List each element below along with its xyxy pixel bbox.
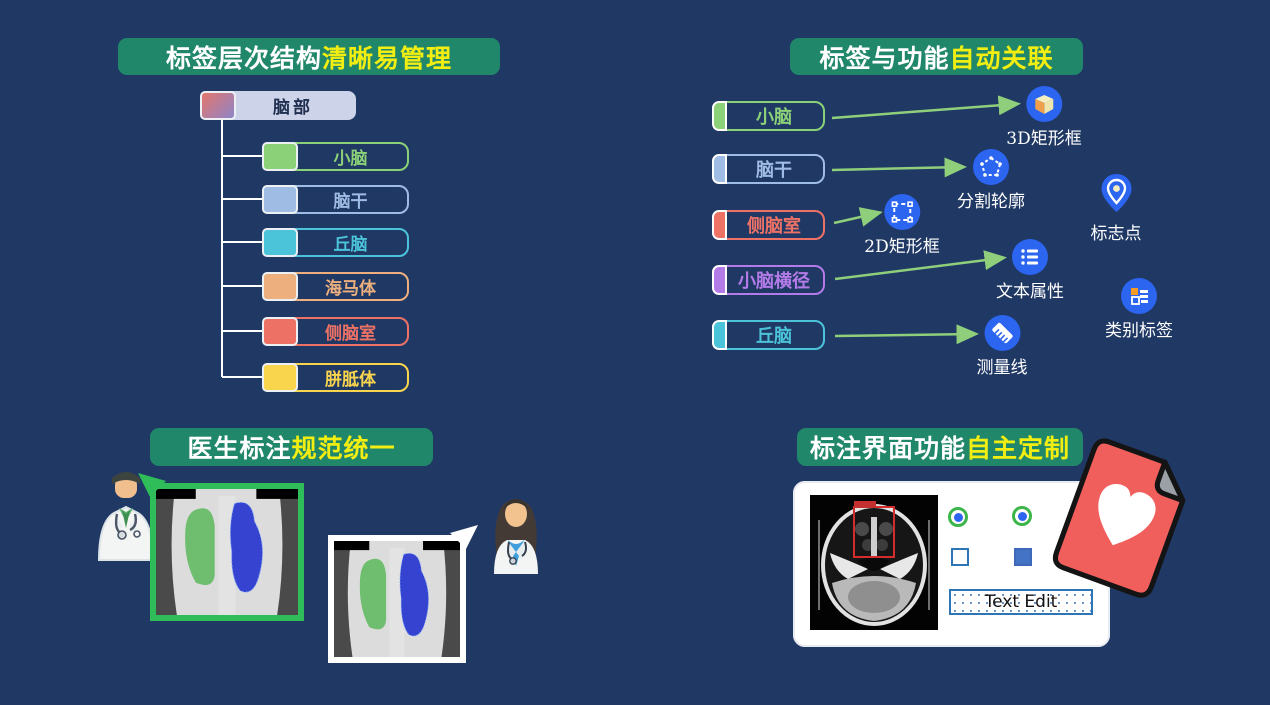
radio-button[interactable] [948,507,968,527]
function-measure-line: 测量线 [977,315,1028,378]
favorite-card-sticker [1047,434,1198,606]
tree-branch-line [222,376,262,378]
mapping-title-normal: 标签与功能 [819,43,950,73]
polygon-contour-icon [973,149,1009,185]
tree-node: 小脑 [262,142,409,171]
male-doctor-avatar [90,466,162,566]
function-caption: 类别标签 [1105,321,1173,341]
text-edit-field[interactable]: Text Edit [949,589,1093,615]
color-swatch [262,272,298,301]
tree-node-label: 胼胝体 [292,363,409,392]
tree-node: 侧脑室 [262,317,409,346]
mapping-title: 标签与功能自动关联 [790,38,1083,75]
mapping-label: 丘脑 [712,320,825,350]
radio-button[interactable] [1012,506,1032,526]
chest-xray-image [156,489,298,615]
function-caption: 3D矩形框 [1006,129,1082,149]
mapping-title-highlight: 自动关联 [949,43,1054,73]
tree-branch-line [222,330,262,332]
tree-branch-line [222,198,262,200]
function-text-attr: 文本属性 [996,239,1064,302]
mapping-label: 脑干 [712,154,825,184]
mapping-label: 侧脑室 [712,210,825,240]
tree-node: 胼胝体 [262,363,409,392]
mapping-arrows [831,95,1021,345]
customize-title: 标注界面功能自主定制 [797,428,1083,466]
tree-branch-line [222,285,262,287]
customize-title-normal: 标注界面功能 [809,434,966,463]
tree-node-label: 小脑 [292,142,409,171]
tree-root-label: 脑部 [230,91,356,120]
ct-scan-image [810,495,938,634]
annotation-ui-mockup: Text Edit [793,481,1110,647]
checkbox-checked[interactable] [1014,548,1032,566]
hierarchy-title: 标签层次结构清晰易管理 [118,38,500,75]
color-strip [712,101,727,131]
tree-node-label: 侧脑室 [292,317,409,346]
map-pin-icon [1098,173,1134,217]
doctors-title: 医生标注规范统一 [150,428,433,466]
tree-branch-line [222,241,262,243]
color-strip [712,265,727,295]
tree-root-node: 脑部 [200,91,356,120]
function-caption: 分割轮廓 [957,192,1025,212]
hierarchy-title-highlight: 清晰易管理 [322,43,453,73]
color-swatch [262,185,298,214]
doctors-title-normal: 医生标注 [187,434,292,463]
doctors-title-highlight: 规范统一 [291,434,396,463]
mapping-label-text: 丘脑 [723,320,825,350]
mapping-label: 小脑 [712,101,825,131]
function-caption: 2D矩形框 [864,237,940,257]
list-icon [1012,239,1048,275]
rect-2d-icon [883,194,920,230]
tree-node-label: 脑干 [292,185,409,214]
mapping-label-text: 侧脑室 [723,210,825,240]
female-doctor-avatar [484,492,548,578]
color-strip [712,320,727,350]
color-swatch [262,363,298,392]
function-landmark: 标志点 [1091,173,1142,244]
pointer-triangle [450,525,478,549]
mapping-label-text: 小脑 [723,101,825,131]
function-caption: 标志点 [1090,224,1142,244]
tree-node-label: 海马体 [292,272,409,301]
customize-title-highlight: 自主定制 [966,434,1071,463]
color-swatch [200,91,236,120]
mapping-label-text: 小脑横径 [723,265,825,295]
xray-annotated-green [138,473,304,621]
function-2d-box: 2D矩形框 [864,194,940,257]
category-tag-icon [1121,278,1157,314]
color-strip [712,154,727,184]
function-contour: 分割轮廓 [957,149,1025,212]
tree-node: 脑干 [262,185,409,214]
color-swatch [262,228,298,257]
tree-node: 海马体 [262,272,409,301]
mapping-label-text: 脑干 [723,154,825,184]
function-caption: 文本属性 [996,282,1064,302]
tree-node-label: 丘脑 [292,228,409,257]
function-category-tag: 类别标签 [1105,278,1173,341]
tree-node: 丘脑 [262,228,409,257]
xray-annotated-white [328,525,478,663]
cube-3d-icon [1025,86,1062,122]
tree-trunk-line [221,120,223,377]
hierarchy-title-normal: 标签层次结构 [165,43,322,73]
heart-icon [1052,438,1186,598]
ruler-icon [984,315,1020,351]
chest-xray-image [334,541,460,657]
pointer-triangle [138,473,166,497]
function-3d-box: 3D矩形框 [1006,86,1082,149]
color-swatch [262,317,298,346]
mapping-label: 小脑横径 [712,265,825,295]
checkbox-unchecked[interactable] [951,548,969,566]
function-caption: 测量线 [976,358,1028,378]
color-strip [712,210,727,240]
color-swatch [262,142,298,171]
tree-branch-line [222,155,262,157]
